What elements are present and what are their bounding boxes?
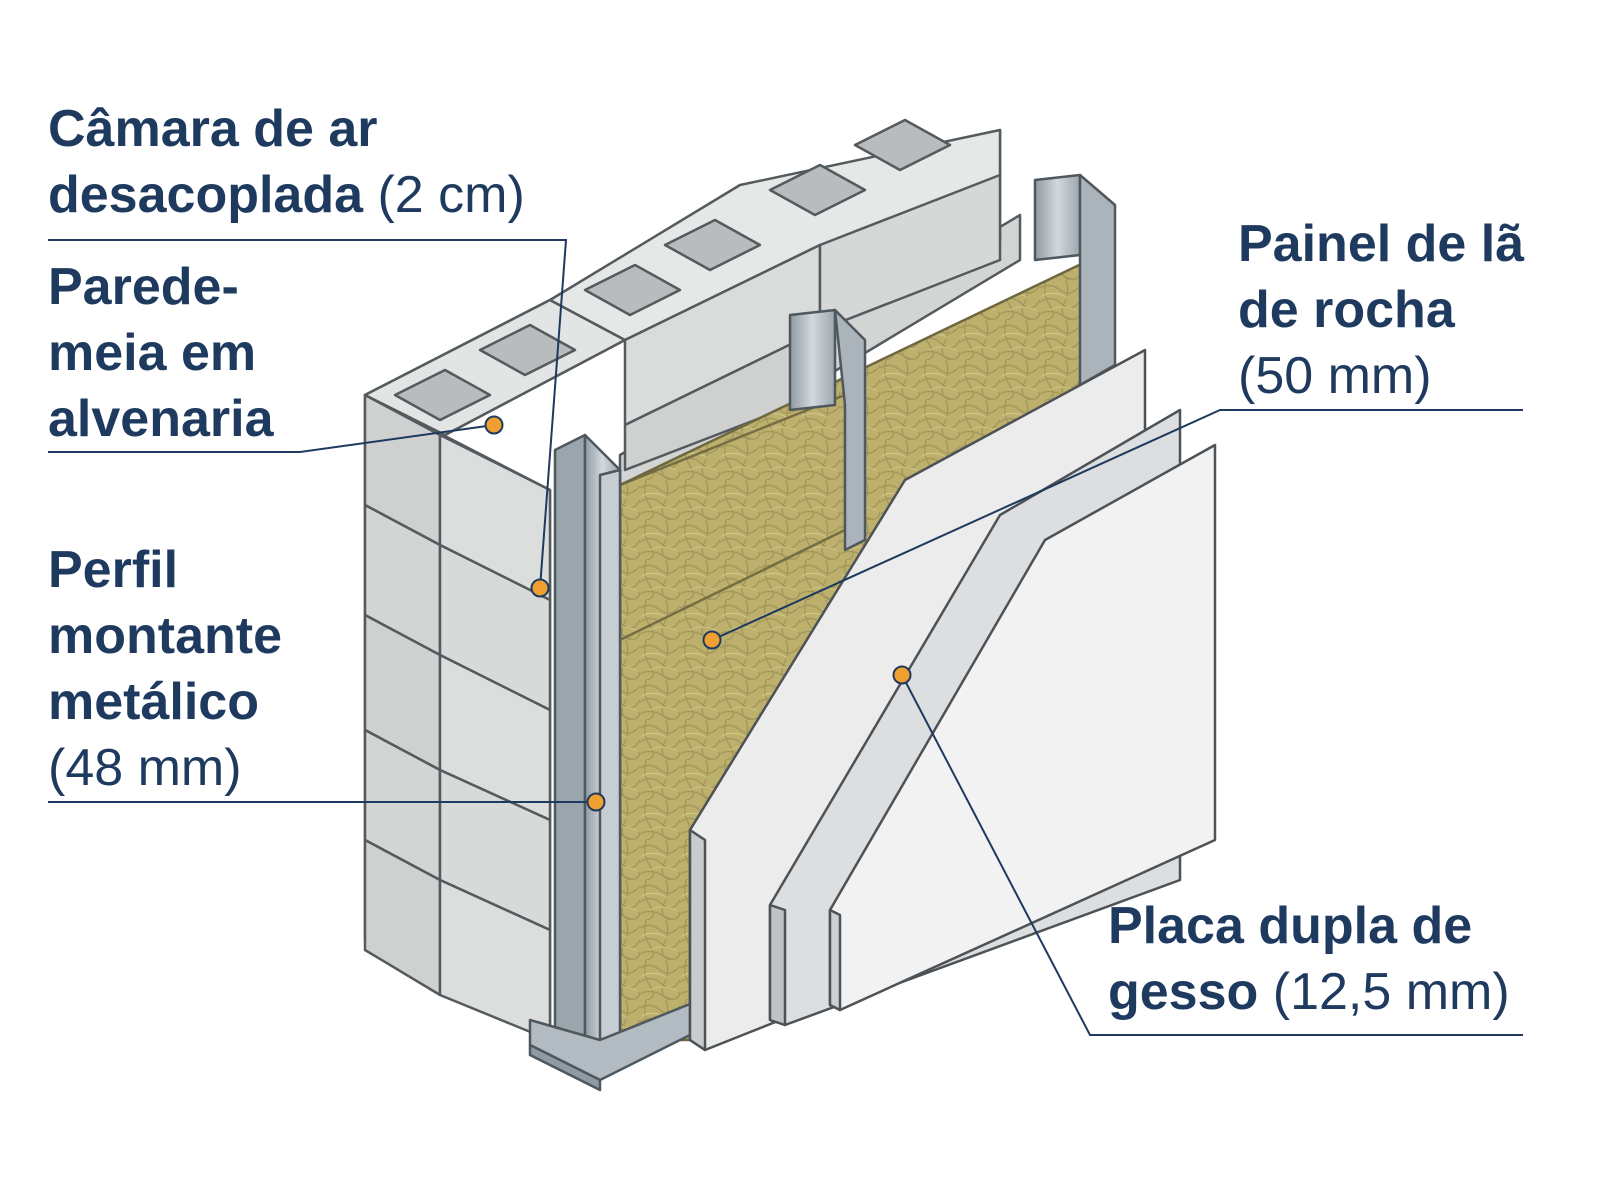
label-gypsum-line2: gesso [1108,963,1259,1021]
label-masonry-line1: Parede- [48,258,239,316]
label-masonry-line3: alvenaria [48,390,274,448]
marker-dot-gypsum [892,665,912,685]
marker-dot-masonry [484,415,504,435]
label-air-chamber-measure: (2 cm) [377,166,525,224]
label-rock-wool-line1: Painel de lã [1238,215,1525,273]
label-rock-wool-measure: (50 mm) [1238,347,1432,405]
marker-dots [484,415,912,812]
label-masonry-wall: Parede- meia em alvenaria [48,254,274,452]
metal-studs [528,173,1117,1092]
marker-dot-rock-wool [702,630,722,650]
label-metal-stud: Perfil montante metálico (48 mm) [48,537,282,801]
label-metal-stud-measure: (48 mm) [48,739,242,797]
leader-lines [48,239,1523,1036]
label-air-chamber-line1: Câmara de ar [48,100,378,158]
label-rock-wool: Painel de lã de rocha (50 mm) [1238,211,1524,409]
label-air-chamber-line2: desacoplada [48,166,364,224]
marker-dot-metal-stud [586,792,606,812]
label-gypsum-board: Placa dupla de gesso (12,5 mm) [1108,893,1510,1025]
label-gypsum-line1: Placa dupla de [1108,897,1473,955]
label-metal-stud-line2: montante [48,607,282,665]
label-masonry-line2: meia em [48,324,257,382]
gypsum-boards [688,348,1217,1052]
leader-line-masonry [48,424,495,453]
masonry-blocks [363,118,1022,1042]
label-metal-stud-line1: Perfil [48,541,179,599]
leader-line-rock-wool [711,409,1523,641]
label-metal-stud-line3: metálico [48,673,259,731]
marker-dot-air-chamber [530,578,550,598]
label-air-chamber: Câmara de ar desacoplada (2 cm) [48,96,525,228]
label-gypsum-measure: (12,5 mm) [1272,963,1510,1021]
label-rock-wool-line2: de rocha [1238,281,1455,339]
leader-line-air-chamber [48,239,568,589]
leader-line-gypsum [901,674,1523,1036]
